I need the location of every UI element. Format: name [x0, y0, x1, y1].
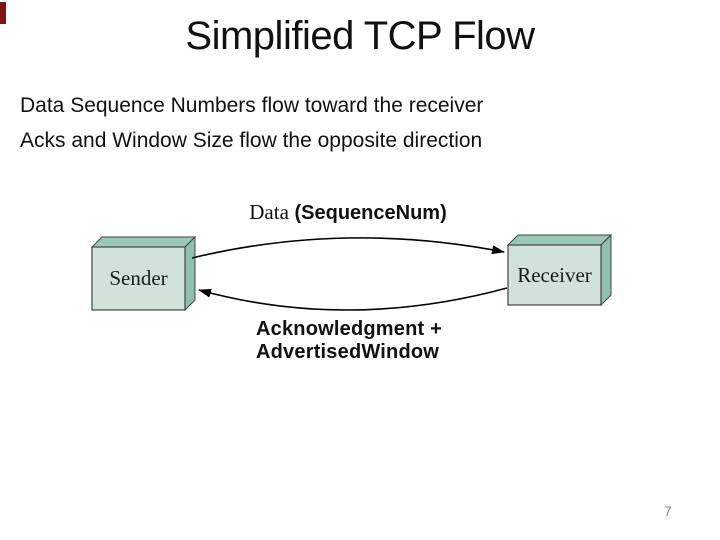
sender-box-label: Sender [109, 266, 168, 290]
ack-arrow [198, 287, 508, 311]
ack-arrow-label: Acknowledgment + AdvertisedWindow [256, 318, 442, 364]
sender-box-face [91, 246, 186, 311]
receiver-box-top [506, 234, 613, 246]
page-number: 7 [664, 503, 672, 519]
body-text: Data Sequence Numbers flow toward the re… [20, 88, 483, 158]
data-arrow [191, 237, 505, 259]
ack-arrow-label-line1: Acknowledgment + [256, 318, 443, 340]
ack-arrow-label-line2: AdvertisedWindow [256, 341, 440, 363]
data-arrow-label: Data (SequenceNum) [198, 200, 498, 225]
receiver-box-side [600, 233, 612, 307]
body-line-1: Data Sequence Numbers flow toward the re… [20, 94, 484, 117]
data-arrow-label-serif: Data [249, 200, 289, 224]
receiver-box [506, 233, 613, 307]
receiver-box-label: Receiver [517, 262, 592, 287]
sender-box [90, 235, 197, 312]
body-line-2: Acks and Window Size flow the opposite d… [20, 129, 483, 152]
accent-bar [0, 2, 6, 24]
receiver-box-face [507, 244, 602, 306]
sender-box-side [184, 235, 196, 312]
sender-box-top [90, 236, 197, 248]
slide-title: Simplified TCP Flow [185, 14, 535, 58]
data-arrow-label-sans: (SequenceNum) [294, 202, 447, 224]
